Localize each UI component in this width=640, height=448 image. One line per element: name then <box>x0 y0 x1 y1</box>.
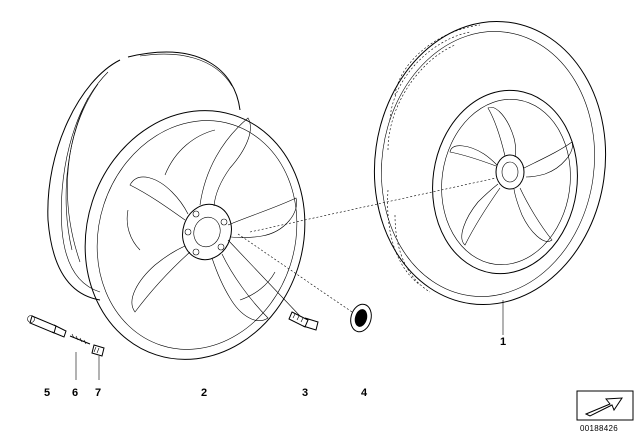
part-label-5: 5 <box>44 387 51 399</box>
part-label-1: 1 <box>500 336 507 348</box>
document-number: 00188426 <box>580 424 618 433</box>
wheel-with-tyre-drawing <box>373 20 607 306</box>
hub-cap-drawing <box>350 303 372 333</box>
valve-cap-drawing <box>91 344 105 357</box>
tyre-valve-drawing <box>27 315 67 338</box>
valve-insert-drawing <box>69 333 91 345</box>
part-label-3: 3 <box>302 387 309 399</box>
part-label-2: 2 <box>201 387 208 399</box>
wheel-bolt-drawing <box>288 311 319 331</box>
rim-drawing <box>47 51 306 360</box>
direction-arrow-icon <box>576 390 634 421</box>
part-label-7: 7 <box>95 387 102 399</box>
part-label-4: 4 <box>361 387 368 399</box>
part-label-6: 6 <box>72 387 79 399</box>
leader-lines <box>75 177 504 380</box>
